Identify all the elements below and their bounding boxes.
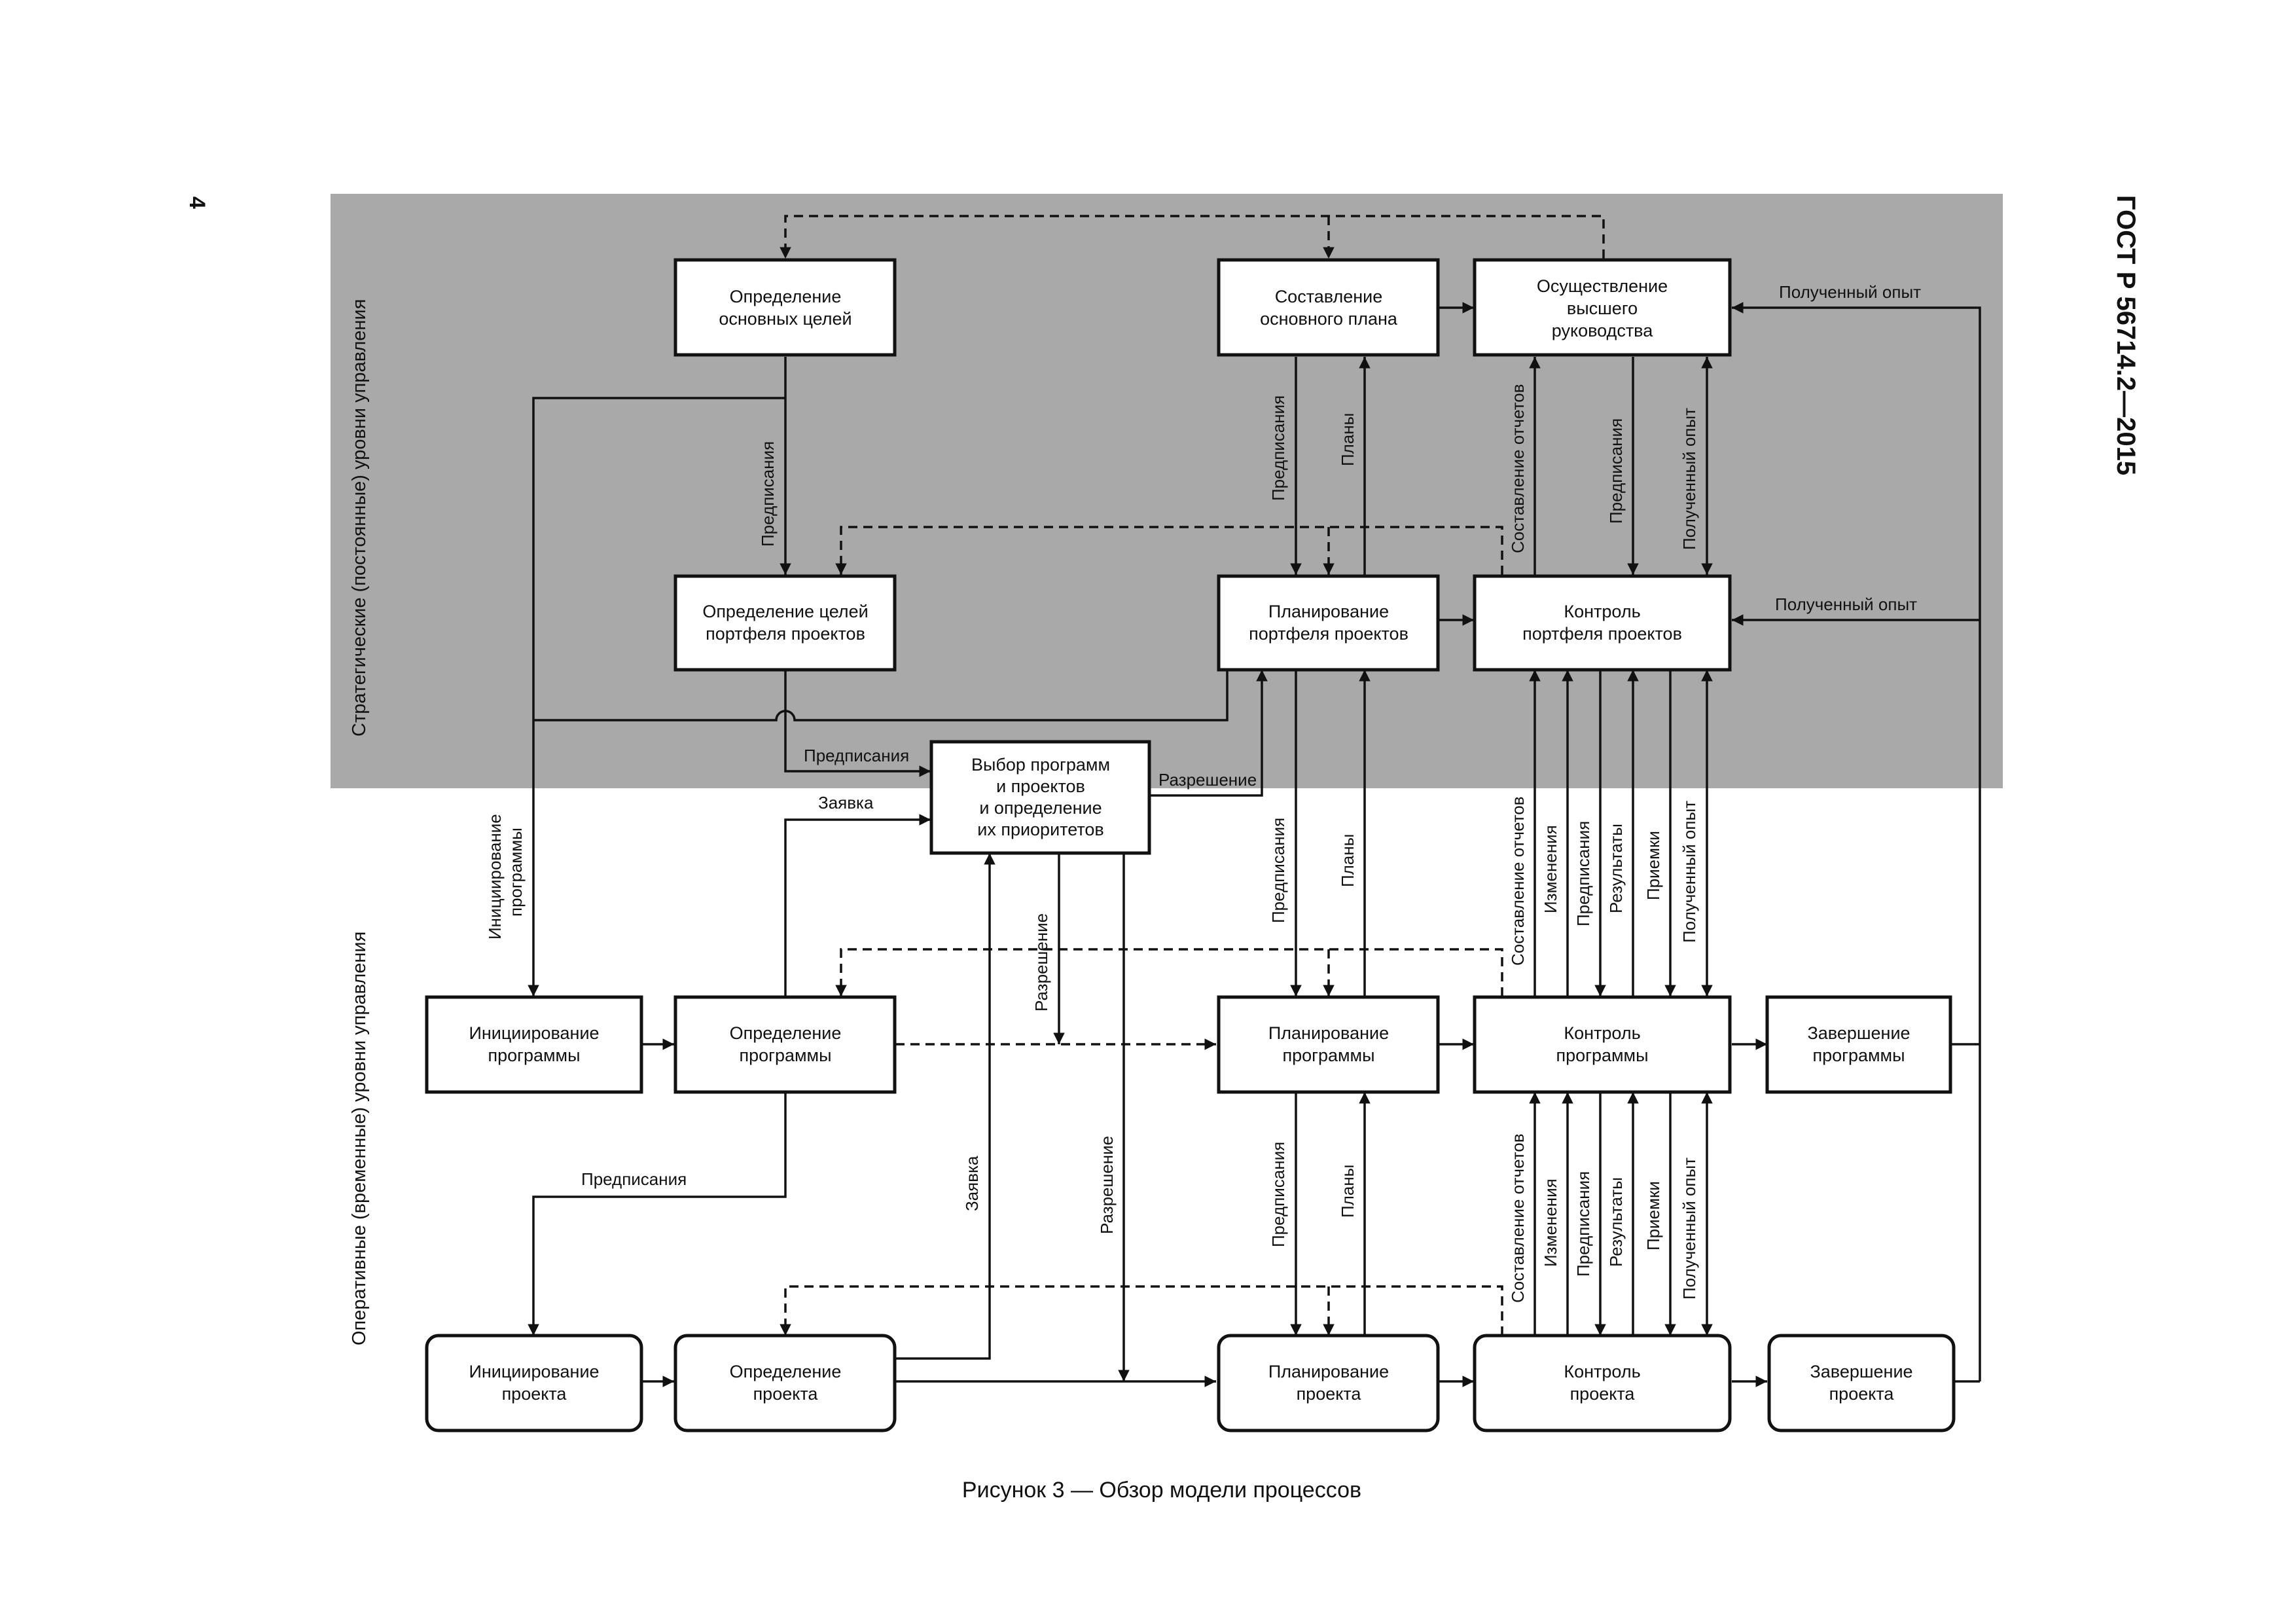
label-acceptance-pc: Приемки <box>1643 831 1663 900</box>
svg-text:Контроль: Контроль <box>1564 1362 1640 1381</box>
svg-text:Инициирование: Инициирование <box>469 1023 599 1043</box>
label-directives-portfolio-prog: Предписания <box>1268 818 1288 923</box>
node-project-definition: Определение проекта <box>673 1334 897 1432</box>
svg-text:проекта: проекта <box>502 1384 567 1404</box>
svg-text:высшего: высшего <box>1567 299 1638 318</box>
node-project-planning: Планирование проекта <box>1217 1334 1440 1432</box>
label-request-program: Заявка <box>818 793 874 812</box>
svg-text:Завершение: Завершение <box>1810 1362 1912 1381</box>
node-program-initiation: Инициирование программы <box>425 995 643 1094</box>
svg-text:и определение: и определение <box>979 798 1102 818</box>
dashed-connectors <box>780 215 1605 1336</box>
page-number: 4 <box>185 196 209 209</box>
svg-text:Осуществление: Осуществление <box>1537 276 1668 296</box>
label-request-proj: Заявка <box>962 1156 982 1211</box>
svg-text:основного плана: основного плана <box>1260 309 1398 329</box>
label-directives-goals: Предписания <box>758 441 778 547</box>
label-reporting-cc: Составление отчетов <box>1508 1133 1528 1303</box>
label-directives-cc: Предписания <box>1573 1171 1593 1277</box>
svg-text:программы: программы <box>1282 1046 1374 1065</box>
node-portfolio-planning: Планирование портфеля проектов <box>1217 574 1440 672</box>
label-directives-select: Предписания <box>804 746 909 765</box>
label-reporting-exec: Составление отчетов <box>1508 384 1528 553</box>
svg-text:портфеля проектов: портфеля проектов <box>1249 624 1408 644</box>
label-permission-portfolio: Разрешение <box>1158 770 1257 790</box>
svg-text:Контроль: Контроль <box>1564 1023 1640 1043</box>
svg-text:Определение целей: Определение целей <box>702 602 868 621</box>
svg-text:программы: программы <box>488 1046 580 1065</box>
svg-text:проекта: проекта <box>1297 1384 1362 1404</box>
svg-text:портфеля проектов: портфеля проектов <box>706 624 865 644</box>
standard-header: ГОСТ Р 56714.2—2015 <box>2111 195 2140 475</box>
operational-level-label: Оперативные (временные) уровни управлени… <box>349 932 370 1345</box>
node-program-closure: Завершение программы <box>1765 995 1952 1094</box>
svg-text:Планирование: Планирование <box>1268 1362 1389 1381</box>
node-define-main-goals: Определение основных целей <box>673 258 897 357</box>
label-prog-initiation-2: программы <box>506 828 526 917</box>
svg-text:Составление: Составление <box>1275 287 1383 306</box>
svg-text:Выбор программ: Выбор программ <box>971 755 1110 775</box>
edge-labels: Полученный опыт Полученный опыт Предписа… <box>485 282 1921 1303</box>
label-experience-exec-v: Полученный опыт <box>1679 408 1699 550</box>
label-experience-pc: Полученный опыт <box>1679 801 1699 943</box>
node-select-programs: Выбор программ и проектов и определение … <box>929 740 1151 855</box>
strategic-level-label: Стратегические (постоянные) уровни управ… <box>349 299 370 737</box>
label-plans-prog-proj: Планы <box>1338 1165 1357 1218</box>
svg-text:программы: программы <box>739 1046 831 1065</box>
figure-caption: Рисунок 3 — Обзор модели процессов <box>962 1478 1361 1503</box>
label-changes-pc: Изменения <box>1541 825 1560 913</box>
svg-text:Планирование: Планирование <box>1268 602 1389 621</box>
svg-text:Инициирование: Инициирование <box>469 1362 599 1381</box>
svg-text:программы: программы <box>1812 1046 1905 1065</box>
svg-text:проекта: проекта <box>1829 1384 1895 1404</box>
strategic-band <box>331 194 2003 788</box>
node-master-plan: Составление основного плана <box>1217 258 1440 357</box>
svg-text:Контроль: Контроль <box>1564 602 1640 621</box>
svg-text:их приоритетов: их приоритетов <box>977 820 1104 839</box>
svg-text:Определение: Определение <box>730 1362 842 1381</box>
label-directives-exec: Предписания <box>1606 418 1626 524</box>
label-directives-prog-proj: Предписания <box>1268 1142 1288 1247</box>
label-changes-cc: Изменения <box>1541 1178 1560 1267</box>
label-experience-cc: Полученный опыт <box>1679 1158 1699 1300</box>
label-directives-master: Предписания <box>1268 395 1288 501</box>
label-directives-project-init: Предписания <box>581 1169 687 1189</box>
label-plans-master: Планы <box>1338 413 1357 466</box>
svg-text:Определение: Определение <box>730 1023 842 1043</box>
svg-text:Определение: Определение <box>730 287 842 306</box>
label-results-pc: Результаты <box>1606 824 1626 913</box>
node-project-closure: Завершение проекта <box>1767 1334 1956 1432</box>
svg-text:основных целей: основных целей <box>719 309 852 329</box>
svg-text:проекта: проекта <box>753 1384 819 1404</box>
label-experience-exec: Полученный опыт <box>1779 282 1921 302</box>
node-project-initiation: Инициирование проекта <box>425 1334 643 1432</box>
label-experience-portfolio: Полученный опыт <box>1775 594 1917 614</box>
label-plans-portfolio-prog: Планы <box>1338 834 1357 887</box>
node-portfolio-control: Контроль портфеля проектов <box>1473 574 1732 672</box>
svg-text:Завершение: Завершение <box>1807 1023 1910 1043</box>
node-project-control: Контроль проекта <box>1473 1334 1732 1432</box>
connectors <box>528 302 1981 1387</box>
node-program-planning: Планирование программы <box>1217 995 1440 1094</box>
svg-text:Планирование: Планирование <box>1268 1023 1389 1043</box>
node-portfolio-goals: Определение целей портфеля проектов <box>673 574 897 672</box>
label-acceptance-cc: Приемки <box>1643 1181 1663 1250</box>
label-directives-pc: Предписания <box>1573 821 1593 926</box>
label-prog-initiation-1: Инициирование <box>485 814 505 939</box>
node-program-control: Контроль программы <box>1473 995 1732 1094</box>
node-program-definition: Определение программы <box>673 995 897 1094</box>
svg-text:программы: программы <box>1556 1046 1648 1065</box>
node-executive-management: Осуществление высшего руководства <box>1473 258 1732 357</box>
svg-text:проекта: проекта <box>1570 1384 1636 1404</box>
svg-text:руководства: руководства <box>1552 321 1653 340</box>
label-results-cc: Результаты <box>1606 1177 1626 1267</box>
label-reporting-pc: Составление отчетов <box>1508 796 1528 966</box>
svg-text:портфеля проектов: портфеля проектов <box>1522 624 1682 644</box>
svg-text:и проектов: и проектов <box>996 776 1085 796</box>
label-permission-proj: Разрешение <box>1097 1136 1117 1234</box>
label-permission-prog: Разрешение <box>1031 913 1051 1012</box>
